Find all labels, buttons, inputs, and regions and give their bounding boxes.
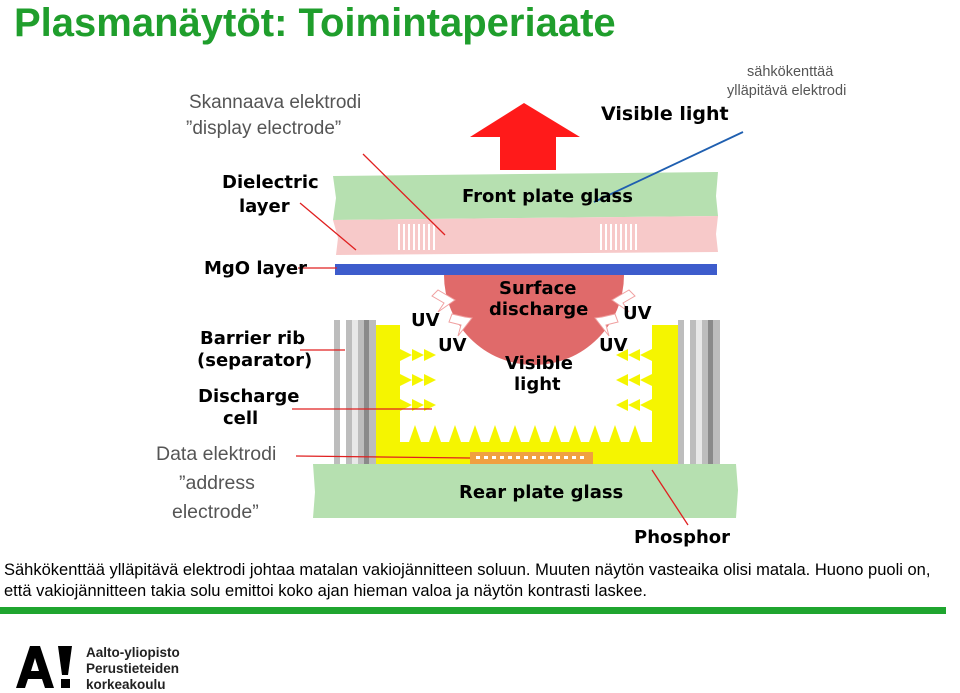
- discharge-cell-label-2: cell: [223, 408, 259, 429]
- barrier-rib-label-1: Barrier rib: [200, 328, 306, 349]
- surface-discharge: [444, 275, 624, 365]
- mgo-layer: [335, 264, 717, 275]
- scan-electrode-label-en: ”display electrode”: [186, 118, 342, 139]
- uv-label-bottom-left: UV: [438, 335, 467, 356]
- scan-electrode-label-fi: Skannaava elektrodi: [189, 92, 362, 113]
- front-plate-glass: [333, 172, 718, 220]
- aalto-logo-icon: [16, 646, 76, 693]
- caption-text: Sähkökenttää ylläpitävä elektrodi johtaa…: [4, 561, 931, 600]
- logo-line-2: Perustieteiden: [86, 661, 180, 676]
- barrier-ribs: [334, 320, 720, 465]
- page-title: Plasmanäytöt: Toimintaperiaate: [14, 1, 616, 45]
- data-electrode-label-en-2: electrode”: [172, 501, 259, 523]
- logo-text: Aalto-yliopisto Perustieteiden korkeakou…: [86, 645, 180, 693]
- visible-light-label: Visible light: [601, 103, 729, 125]
- rear-plate-glass-label: Rear plate glass: [459, 482, 624, 503]
- rear-plate-glass: [313, 464, 738, 518]
- surface-discharge-label-2: discharge: [489, 299, 589, 320]
- sustain-electrode-label-2: ylläpitävä elektrodi: [727, 83, 847, 99]
- surface-discharge-label-1: Surface: [499, 278, 577, 299]
- plasma-cell-diagram: [292, 103, 744, 526]
- uv-label-top-left: UV: [411, 310, 440, 331]
- discharge-cell-label-1: Discharge: [198, 386, 300, 407]
- logo-line-3: korkeakoulu: [86, 677, 166, 692]
- footer-divider: [0, 607, 946, 614]
- phosphor-light-arrows: [400, 349, 652, 442]
- uv-arrows: [431, 289, 636, 337]
- sustain-electrode-label-1: sähkökenttää: [747, 64, 834, 80]
- dielectric-layer: [333, 216, 718, 255]
- logo-line-1: Aalto-yliopisto: [86, 645, 180, 660]
- dielectric-label-1: Dielectric: [222, 172, 319, 193]
- phosphor-label: Phosphor: [634, 527, 731, 548]
- pointer-lines: [292, 131, 744, 526]
- display-electrodes: [398, 224, 637, 250]
- mgo-layer-label: MgO layer: [204, 258, 307, 279]
- phosphor-layer: [375, 325, 678, 464]
- front-plate-glass-label: Front plate glass: [462, 186, 633, 207]
- address-electrode: [470, 452, 593, 464]
- data-electrode-label-en-1: ”address: [179, 472, 255, 494]
- visible-light-inner-label-2: light: [514, 374, 561, 395]
- visible-light-inner-label-1: Visible: [505, 353, 573, 374]
- data-electrode-label-fi: Data elektrodi: [156, 443, 277, 465]
- uv-label-bottom-right: UV: [599, 335, 628, 356]
- dielectric-label-2: layer: [239, 196, 290, 217]
- uv-label-top-right: UV: [623, 303, 652, 324]
- visible-light-arrow: [470, 103, 580, 170]
- barrier-rib-label-2: (separator): [197, 350, 313, 371]
